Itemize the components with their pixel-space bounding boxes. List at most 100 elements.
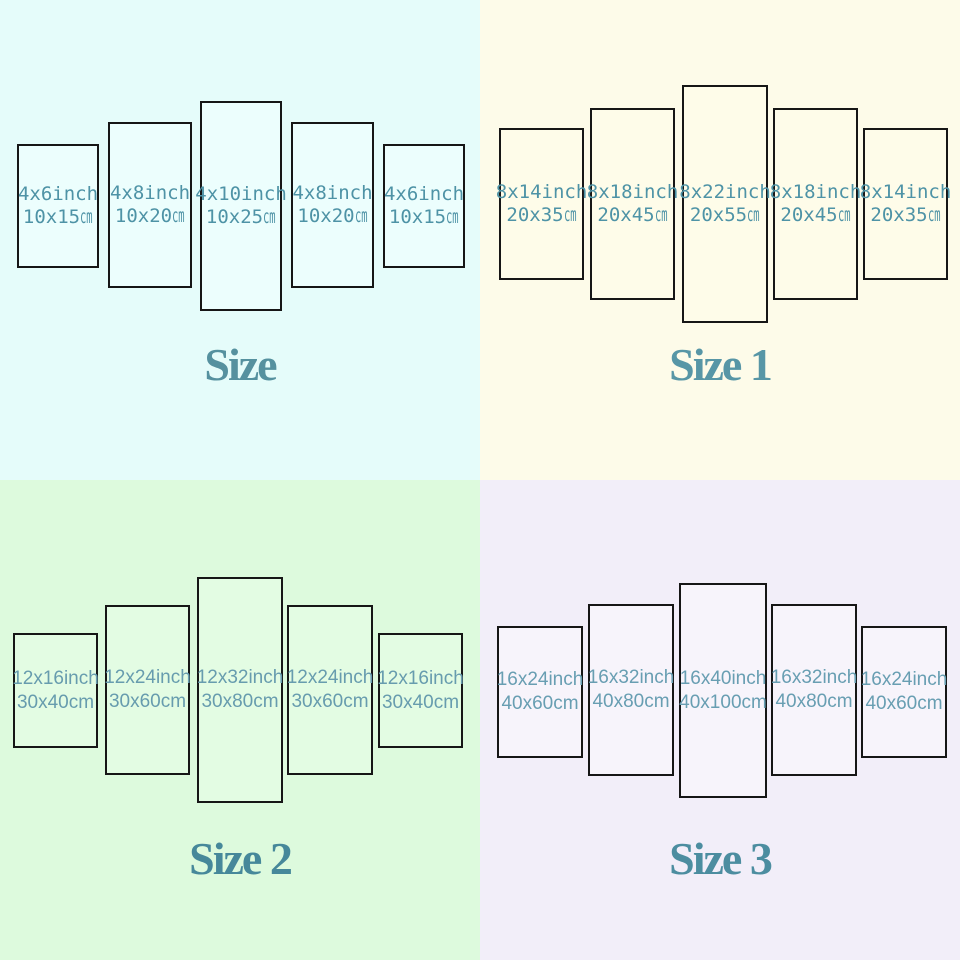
panel-cm-unit: cm	[553, 693, 579, 714]
panel-cm-size: 40x80cm	[588, 690, 675, 714]
panel-cm-value: 10x15	[22, 206, 81, 228]
panel-cm-value: 10x25	[205, 206, 264, 228]
panel-cm-value: 40x60	[501, 693, 554, 714]
panel-inch-size: 8x22inch	[679, 181, 771, 203]
panel-cm-size: 10x20cm	[110, 205, 190, 228]
panel-cm-size: 40x80cm	[771, 690, 858, 714]
panel-cm-value: 30x60	[291, 691, 344, 712]
panel-cm-size: 40x60cm	[861, 692, 948, 716]
panel-cm-size: 20x45cm	[770, 204, 862, 227]
panel-cm-value: 40x100	[679, 691, 742, 713]
canvas-panel: 4x8inch 10x20cm	[291, 122, 374, 288]
panel-cm-size: 40x60cm	[497, 692, 584, 716]
panel-inch-size: 12x16inch	[12, 667, 99, 689]
quadrant-title: Size 2	[189, 833, 293, 884]
panel-cm-value: 20x35	[506, 204, 564, 226]
panel-cm-value: 40x80	[592, 691, 645, 712]
panel-cm-unit: cm	[827, 691, 853, 712]
canvas-panel: 8x22inch 20x55cm	[679, 85, 771, 323]
canvas-panel: 4x6inch 10x15cm	[17, 144, 99, 268]
panel-cm-unit: cm	[80, 206, 93, 228]
panel-cm-size: 10x20cm	[292, 205, 372, 228]
panel-cm-unit: cm	[654, 204, 668, 226]
quadrant-size-2: 12x16inch 30x40cm 12x24inch 30x60cm 12x3…	[0, 480, 480, 960]
panel-cm-unit: cm	[172, 205, 185, 227]
panel-cm-value: 30x40	[381, 691, 434, 713]
panel-size-label: 4x8inch 10x20cm	[110, 182, 190, 228]
panel-size-label: 12x16inch 30x40cm	[12, 667, 99, 715]
panel-cm-size: 20x45cm	[587, 204, 679, 227]
panel-cm-unit: cm	[741, 691, 767, 713]
panel-inch-size: 4x6inch	[383, 183, 465, 205]
canvas-panel: 12x24inch 30x60cm	[104, 605, 191, 775]
panel-cm-unit: cm	[747, 204, 760, 226]
panel-size-label: 4x6inch 10x15cm	[384, 183, 464, 229]
panel-cm-unit: cm	[927, 204, 941, 226]
panel-cm-size: 10x15cm	[384, 206, 464, 229]
canvas-panel: 4x6inch 10x15cm	[383, 144, 465, 268]
panel-inch-size: 16x32inch	[770, 667, 858, 688]
panel-size-label: 8x18inch 20x45cm	[770, 181, 862, 227]
panel-inch-size: 4x8inch	[109, 182, 191, 204]
canvas-panel: 8x18inch 20x45cm	[587, 108, 678, 300]
panel-cm-unit: cm	[917, 693, 943, 714]
canvas-panel: 16x32inch 40x80cm	[588, 604, 674, 776]
panel-inch-size: 4x6inch	[17, 183, 99, 205]
canvas-panel: 12x32inch 30x80cm	[197, 577, 283, 803]
panel-size-label: 16x32inch 40x80cm	[588, 666, 675, 714]
panel-size-label: 8x14inch 20x35cm	[860, 181, 952, 227]
canvas-panel: 16x40inch 40x100cm	[679, 583, 767, 798]
panel-size-label: 8x14inch 20x35cm	[496, 181, 588, 227]
panel-size-label: 12x16inch 30x40cm	[377, 667, 464, 715]
panel-cm-unit: cm	[253, 691, 279, 712]
panel-size-label: 4x6inch 10x15cm	[18, 183, 98, 229]
panel-cm-value: 20x45	[780, 204, 838, 226]
panel-cm-size: 30x40cm	[377, 691, 464, 715]
panel-cm-size: 30x60cm	[287, 690, 374, 714]
panel-inch-size: 12x24inch	[104, 667, 191, 688]
canvas-panel: 16x32inch 40x80cm	[771, 604, 857, 776]
panel-size-label: 8x18inch 20x45cm	[587, 181, 679, 227]
panel-cm-value: 30x80	[201, 691, 254, 712]
panel-cm-size: 10x25cm	[195, 206, 287, 229]
panel-cm-value: 30x60	[108, 691, 161, 712]
canvas-panel: 8x18inch 20x45cm	[770, 108, 861, 300]
panel-cm-size: 30x80cm	[197, 690, 284, 714]
panel-cm-value: 20x45	[597, 204, 655, 226]
panel-cm-value: 40x80	[775, 691, 828, 712]
panel-cm-unit: cm	[263, 206, 276, 228]
panel-cm-unit: cm	[343, 691, 369, 712]
canvas-panel: 4x8inch 10x20cm	[108, 122, 192, 288]
quadrant-size-1: 8x14inch 20x35cm 8x18inch 20x45cm 8x22in…	[480, 0, 960, 480]
panel-cm-value: 10x20	[114, 205, 173, 227]
panel-cm-value: 20x35	[870, 204, 928, 226]
canvas-panel: 12x16inch 30x40cm	[12, 633, 99, 748]
panel-inch-size: 12x24inch	[286, 667, 374, 688]
panel-size-label: 16x24inch 40x60cm	[861, 668, 948, 716]
panel-inch-size: 8x14inch	[495, 181, 588, 203]
panel-inch-size: 16x24inch	[496, 669, 584, 690]
quadrant-size-3: 16x24inch 40x60cm 16x32inch 40x80cm 16x4…	[480, 480, 960, 960]
canvas-panel: 4x10inch 10x25cm	[195, 101, 287, 311]
panel-size-label: 4x8inch 10x20cm	[292, 182, 372, 228]
panel-inch-size: 4x8inch	[292, 182, 373, 204]
panel-cm-size: 10x15cm	[18, 206, 98, 229]
panel-size-label: 12x24inch 30x60cm	[104, 666, 191, 714]
panel-cm-value: 30x40	[16, 691, 69, 713]
panel-cm-unit: cm	[644, 691, 670, 712]
canvas-panel: 8x14inch 20x35cm	[496, 128, 587, 280]
panel-size-label: 4x10inch 10x25cm	[195, 183, 287, 229]
canvas-panel: 12x24inch 30x60cm	[287, 605, 373, 775]
panel-cm-unit: cm	[160, 691, 187, 712]
panel-cm-unit: cm	[433, 691, 460, 713]
panel-size-label: 12x24inch 30x60cm	[287, 666, 374, 714]
panel-inch-size: 12x32inch	[196, 667, 284, 688]
panel-cm-size: 40x100cm	[679, 691, 767, 715]
quadrant-title: Size	[204, 339, 277, 390]
panel-cm-unit: cm	[446, 206, 459, 228]
canvas-panel: 8x14inch 20x35cm	[860, 128, 951, 280]
panel-inch-size: 8x18inch	[769, 181, 862, 203]
panel-cm-size: 20x55cm	[679, 204, 771, 227]
panel-inch-size: 16x24inch	[860, 669, 948, 690]
panel-cm-unit: cm	[354, 205, 368, 227]
